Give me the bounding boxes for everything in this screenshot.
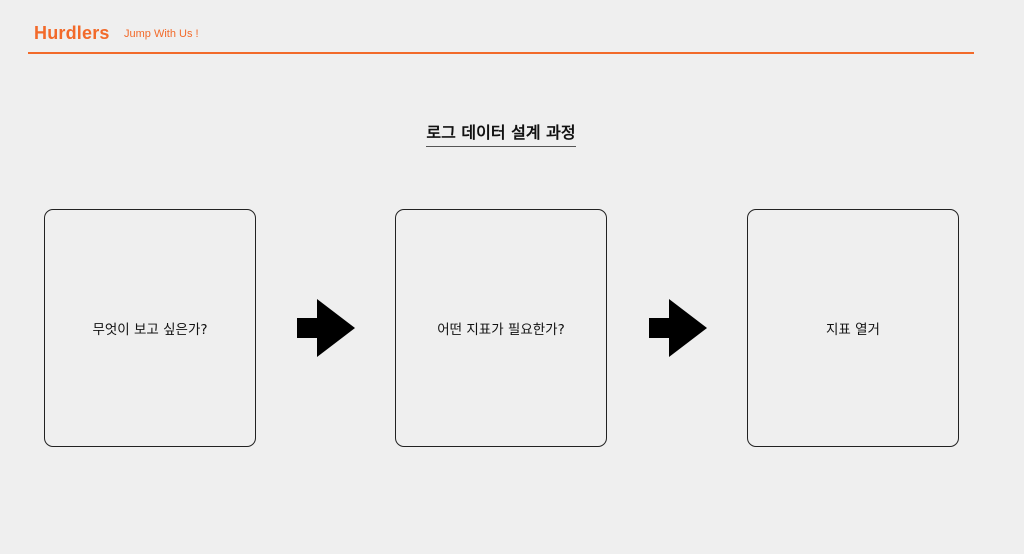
brand-logo[interactable]: Hurdlers — [34, 23, 110, 43]
step-card-2: 어떤 지표가 필요한가? — [395, 209, 607, 447]
tagline: Jump With Us ! — [124, 28, 199, 40]
step-label-3: 지표 열거 — [826, 322, 880, 338]
page-title: 로그 데이터 설계 과정 — [426, 119, 576, 147]
step-label-2: 어떤 지표가 필요한가? — [437, 322, 565, 338]
header: Hurdlers Jump With Us ! — [28, 0, 974, 54]
step-card-1: 무엇이 보고 싶은가? — [44, 209, 256, 447]
page-title-wrap: 로그 데이터 설계 과정 — [0, 119, 1002, 147]
step-card-3: 지표 열거 — [747, 209, 959, 447]
arrow-right-icon — [649, 299, 707, 357]
arrow-right-icon — [297, 299, 355, 357]
step-label-1: 무엇이 보고 싶은가? — [92, 322, 208, 338]
